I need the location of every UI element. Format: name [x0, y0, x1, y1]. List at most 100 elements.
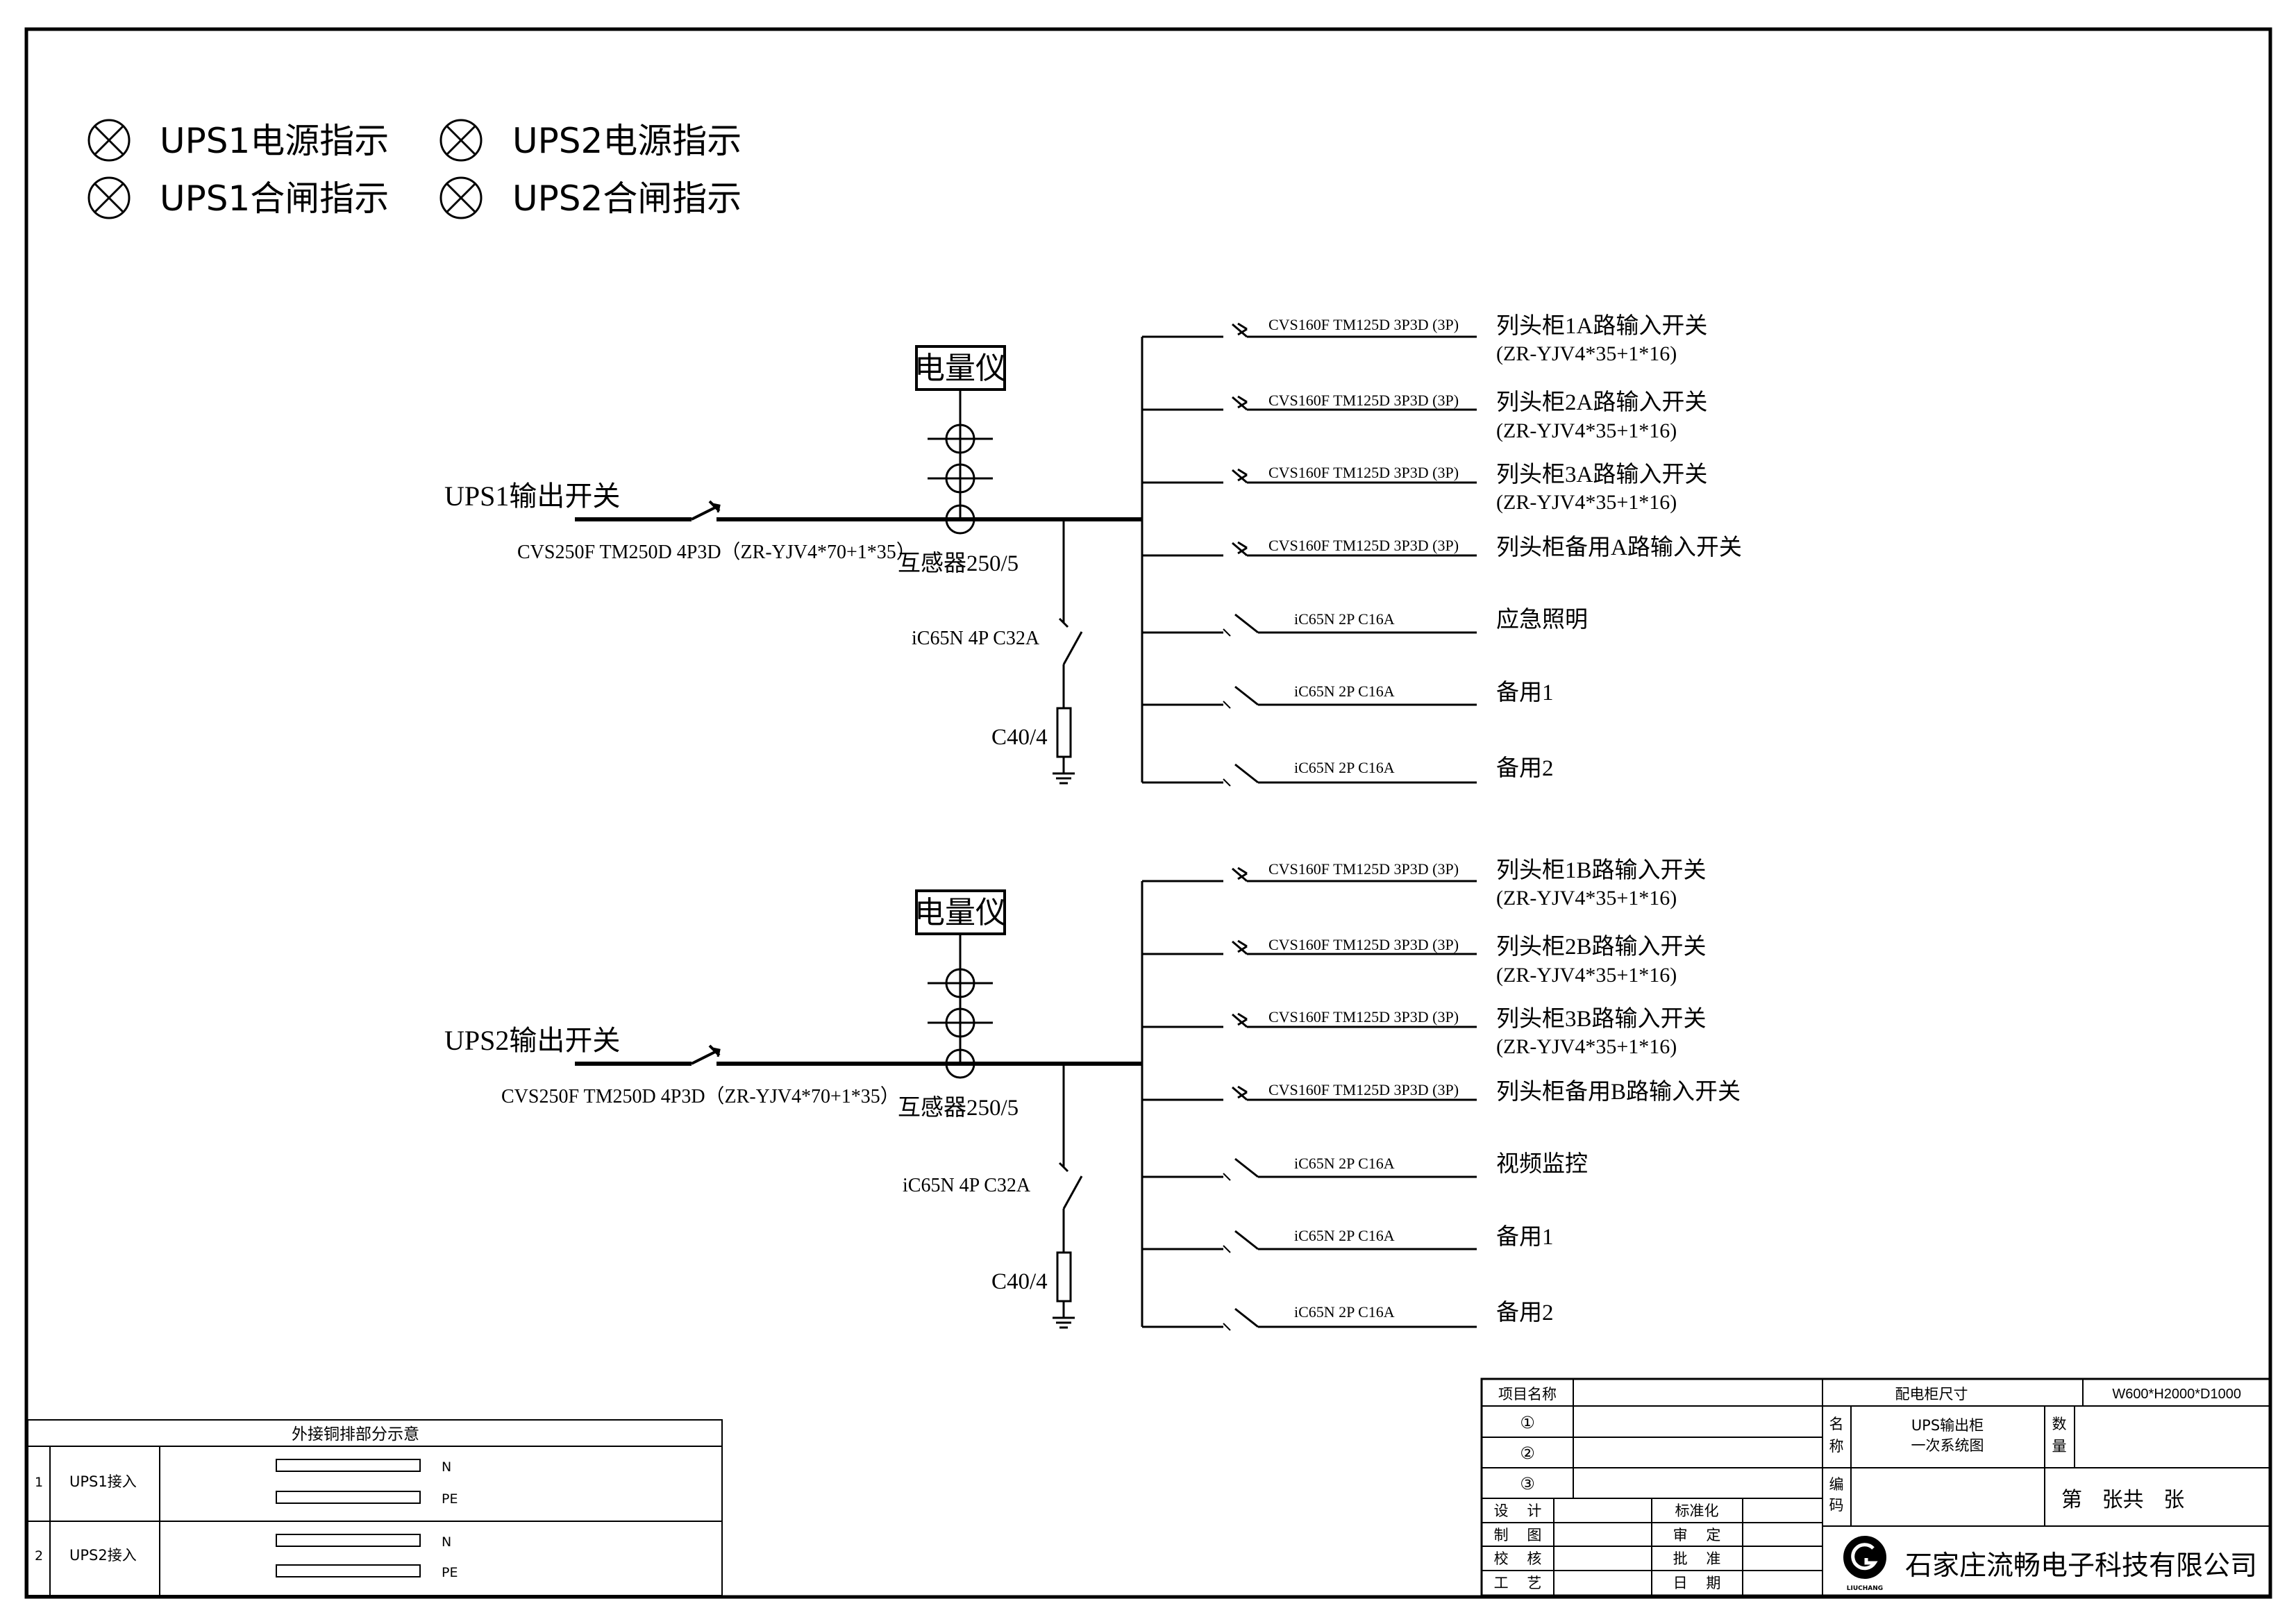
busbar-label: N: [442, 1534, 451, 1550]
feeder-name: 列头柜3A路输入开关: [1496, 462, 1707, 487]
feeder-circuit: CVS160F TM125D 3P3D (3P) 列头柜1B路输入开关 (ZR-…: [1142, 857, 1707, 910]
feeder-spec: iC65N 2P C16A: [1294, 683, 1395, 700]
name-value: 一次系统图: [1911, 1437, 1984, 1454]
logo-text: LIUCHANG: [1847, 1585, 1883, 1592]
feeder-spec: iC65N 2P C16A: [1294, 1155, 1395, 1172]
spd-breaker-label: iC65N 4P C32A: [903, 1175, 1031, 1196]
legend-item: UPS1合闸指示: [87, 176, 389, 219]
breaker-trip-icon: [1232, 468, 1248, 484]
legend-item: UPS2电源指示: [439, 119, 741, 162]
breaker-trip-icon: [1232, 1012, 1248, 1028]
signoff-label: 审 定: [1673, 1527, 1721, 1543]
cabinet-size-label: 配电柜尺寸: [1895, 1386, 1968, 1403]
feeder-name: 备用2: [1496, 755, 1554, 781]
legend-item: UPS2合闸指示: [439, 176, 741, 219]
circled-number: ①: [1520, 1413, 1535, 1432]
feeder-name: 列头柜1A路输入开关: [1496, 313, 1707, 339]
breaker-trip-icon: [1232, 541, 1248, 557]
feeder-spec: CVS160F TM125D 3P3D (3P): [1268, 392, 1459, 409]
feeder-circuit: iC65N 2P C16A 视频监控: [1142, 1151, 1588, 1181]
busbar-row-name: UPS2接入: [69, 1547, 137, 1564]
feeder-name: 备用1: [1496, 1224, 1554, 1250]
legend: UPS1电源指示 UPS2电源指示 UPS1合闸指示 UP: [87, 119, 741, 219]
feeder-spec: iC65N 2P C16A: [1294, 610, 1395, 628]
feeder-spec: CVS160F TM125D 3P3D (3P): [1268, 537, 1459, 554]
main-switch-label: UPS2输出开关: [444, 1025, 620, 1056]
mcb-switch-icon: [1223, 1307, 1259, 1331]
ground-icon: [1053, 1316, 1075, 1329]
spd-label: C40/4: [991, 725, 1048, 750]
feeder-cable: (ZR-YJV4*35+1*16): [1496, 964, 1677, 987]
busbar-row-index: 1: [35, 1475, 43, 1490]
indicator-lamp-icon: [439, 176, 483, 219]
breaker-trip-icon: [1232, 939, 1248, 955]
feeder-circuit: iC65N 2P C16A 应急照明: [1142, 607, 1588, 637]
busbar-bar-icon: [276, 1491, 421, 1504]
legend-label: UPS1合闸指示: [160, 178, 389, 219]
surge-protector-icon: [1056, 707, 1072, 758]
busbar-label: N: [442, 1459, 451, 1475]
feeder-circuit: CVS160F TM125D 3P3D (3P) 列头柜1A路输入开关 (ZR-…: [1142, 313, 1707, 365]
feeder-name: 列头柜3B路输入开关: [1496, 1006, 1707, 1032]
ground-icon: [1053, 772, 1075, 785]
feeder-cable: (ZR-YJV4*35+1*16): [1496, 342, 1677, 365]
busbar-bar-icon: [276, 1534, 421, 1547]
ct-label: 互感器250/5: [898, 551, 1019, 576]
feeder-name: 视频监控: [1496, 1151, 1588, 1177]
ups1-circuit: UPS1输出开关 CVS250F TM250D 4P3D（ZR-YJV4*70+…: [444, 313, 1742, 787]
ct-label: 互感器250/5: [898, 1095, 1019, 1121]
code-label: 编: [1829, 1476, 1844, 1493]
company-logo-icon: LIUCHANG: [1843, 1536, 1886, 1592]
drawing-frame: [24, 27, 2272, 1599]
surge-protector-branch: iC65N 4P C32A C40/4: [912, 519, 1083, 785]
signoff-label: 日 期: [1673, 1575, 1721, 1591]
code-label: 码: [1829, 1497, 1844, 1514]
feeder-spec: CVS160F TM125D 3P3D (3P): [1268, 464, 1459, 481]
legend-label: UPS2合闸指示: [512, 178, 741, 219]
name-value: UPS输出柜: [1911, 1417, 1984, 1434]
busbar-row-name: UPS1接入: [69, 1473, 137, 1490]
feeder-circuit: iC65N 2P C16A 备用2: [1142, 755, 1554, 787]
feeder-circuit: iC65N 2P C16A 备用2: [1142, 1300, 1554, 1331]
feeder-spec: iC65N 2P C16A: [1294, 1303, 1395, 1321]
cabinet-size-value: W600*H2000*D1000: [2112, 1387, 2241, 1402]
signoff-label: 批 准: [1673, 1550, 1721, 1567]
company-name: 石家庄流畅电子科技有限公司: [1905, 1550, 2257, 1582]
circuit-breaker-icon: [691, 1044, 721, 1065]
feeder-cable: (ZR-YJV4*35+1*16): [1496, 887, 1677, 910]
quantity-label: 数: [2052, 1416, 2067, 1432]
main-switch-spec: CVS250F TM250D 4P3D（ZR-YJV4*70+1*35）: [517, 541, 916, 563]
surge-protector-branch: iC65N 4P C32A C40/4: [903, 1064, 1083, 1329]
busbar-label: PE: [442, 1491, 458, 1507]
name-label: 名: [1829, 1416, 1844, 1432]
circuit-breaker-icon: [691, 500, 721, 521]
spd-label: C40/4: [991, 1269, 1048, 1294]
feeder-name: 列头柜2A路输入开关: [1496, 390, 1707, 415]
feeder-circuit: CVS160F TM125D 3P3D (3P) 列头柜3B路输入开关 (ZR-…: [1142, 1006, 1707, 1058]
signoff-label: 制 图: [1494, 1527, 1542, 1543]
meter-label: 电量仪: [914, 351, 1006, 386]
legend-label: UPS1电源指示: [160, 121, 389, 161]
sheet-count: 第 张共 张: [2061, 1488, 2184, 1512]
surge-protector-icon: [1056, 1251, 1072, 1303]
feeder-spec: CVS160F TM125D 3P3D (3P): [1268, 936, 1459, 953]
feeder-name: 列头柜1B路输入开关: [1496, 857, 1707, 883]
busbar-table-title: 外接铜排部分示意: [292, 1425, 419, 1443]
feeder-circuit: CVS160F TM125D 3P3D (3P) 列头柜3A路输入开关 (ZR-…: [1142, 462, 1707, 514]
current-transformer-icon: [928, 934, 993, 1079]
feeder-spec: CVS160F TM125D 3P3D (3P): [1268, 1081, 1459, 1098]
main-switch-spec: CVS250F TM250D 4P3D（ZR-YJV4*70+1*35）: [501, 1085, 900, 1107]
feeder-spec: iC65N 2P C16A: [1294, 759, 1395, 776]
mcb-switch-icon: [1223, 763, 1259, 787]
feeder-circuit: iC65N 2P C16A 备用1: [1142, 1224, 1554, 1253]
mcb-switch-icon: [1223, 1157, 1259, 1181]
feeder-circuit: iC65N 2P C16A 备用1: [1142, 680, 1554, 709]
busbar-bar-icon: [276, 1564, 421, 1577]
indicator-lamp-icon: [87, 119, 131, 162]
spd-breaker-label: iC65N 4P C32A: [912, 628, 1040, 649]
feeder-name: 备用2: [1496, 1300, 1554, 1325]
feeder-cable: (ZR-YJV4*35+1*16): [1496, 419, 1677, 442]
feeder-spec: CVS160F TM125D 3P3D (3P): [1268, 316, 1459, 333]
quantity-label: 量: [2052, 1438, 2067, 1455]
